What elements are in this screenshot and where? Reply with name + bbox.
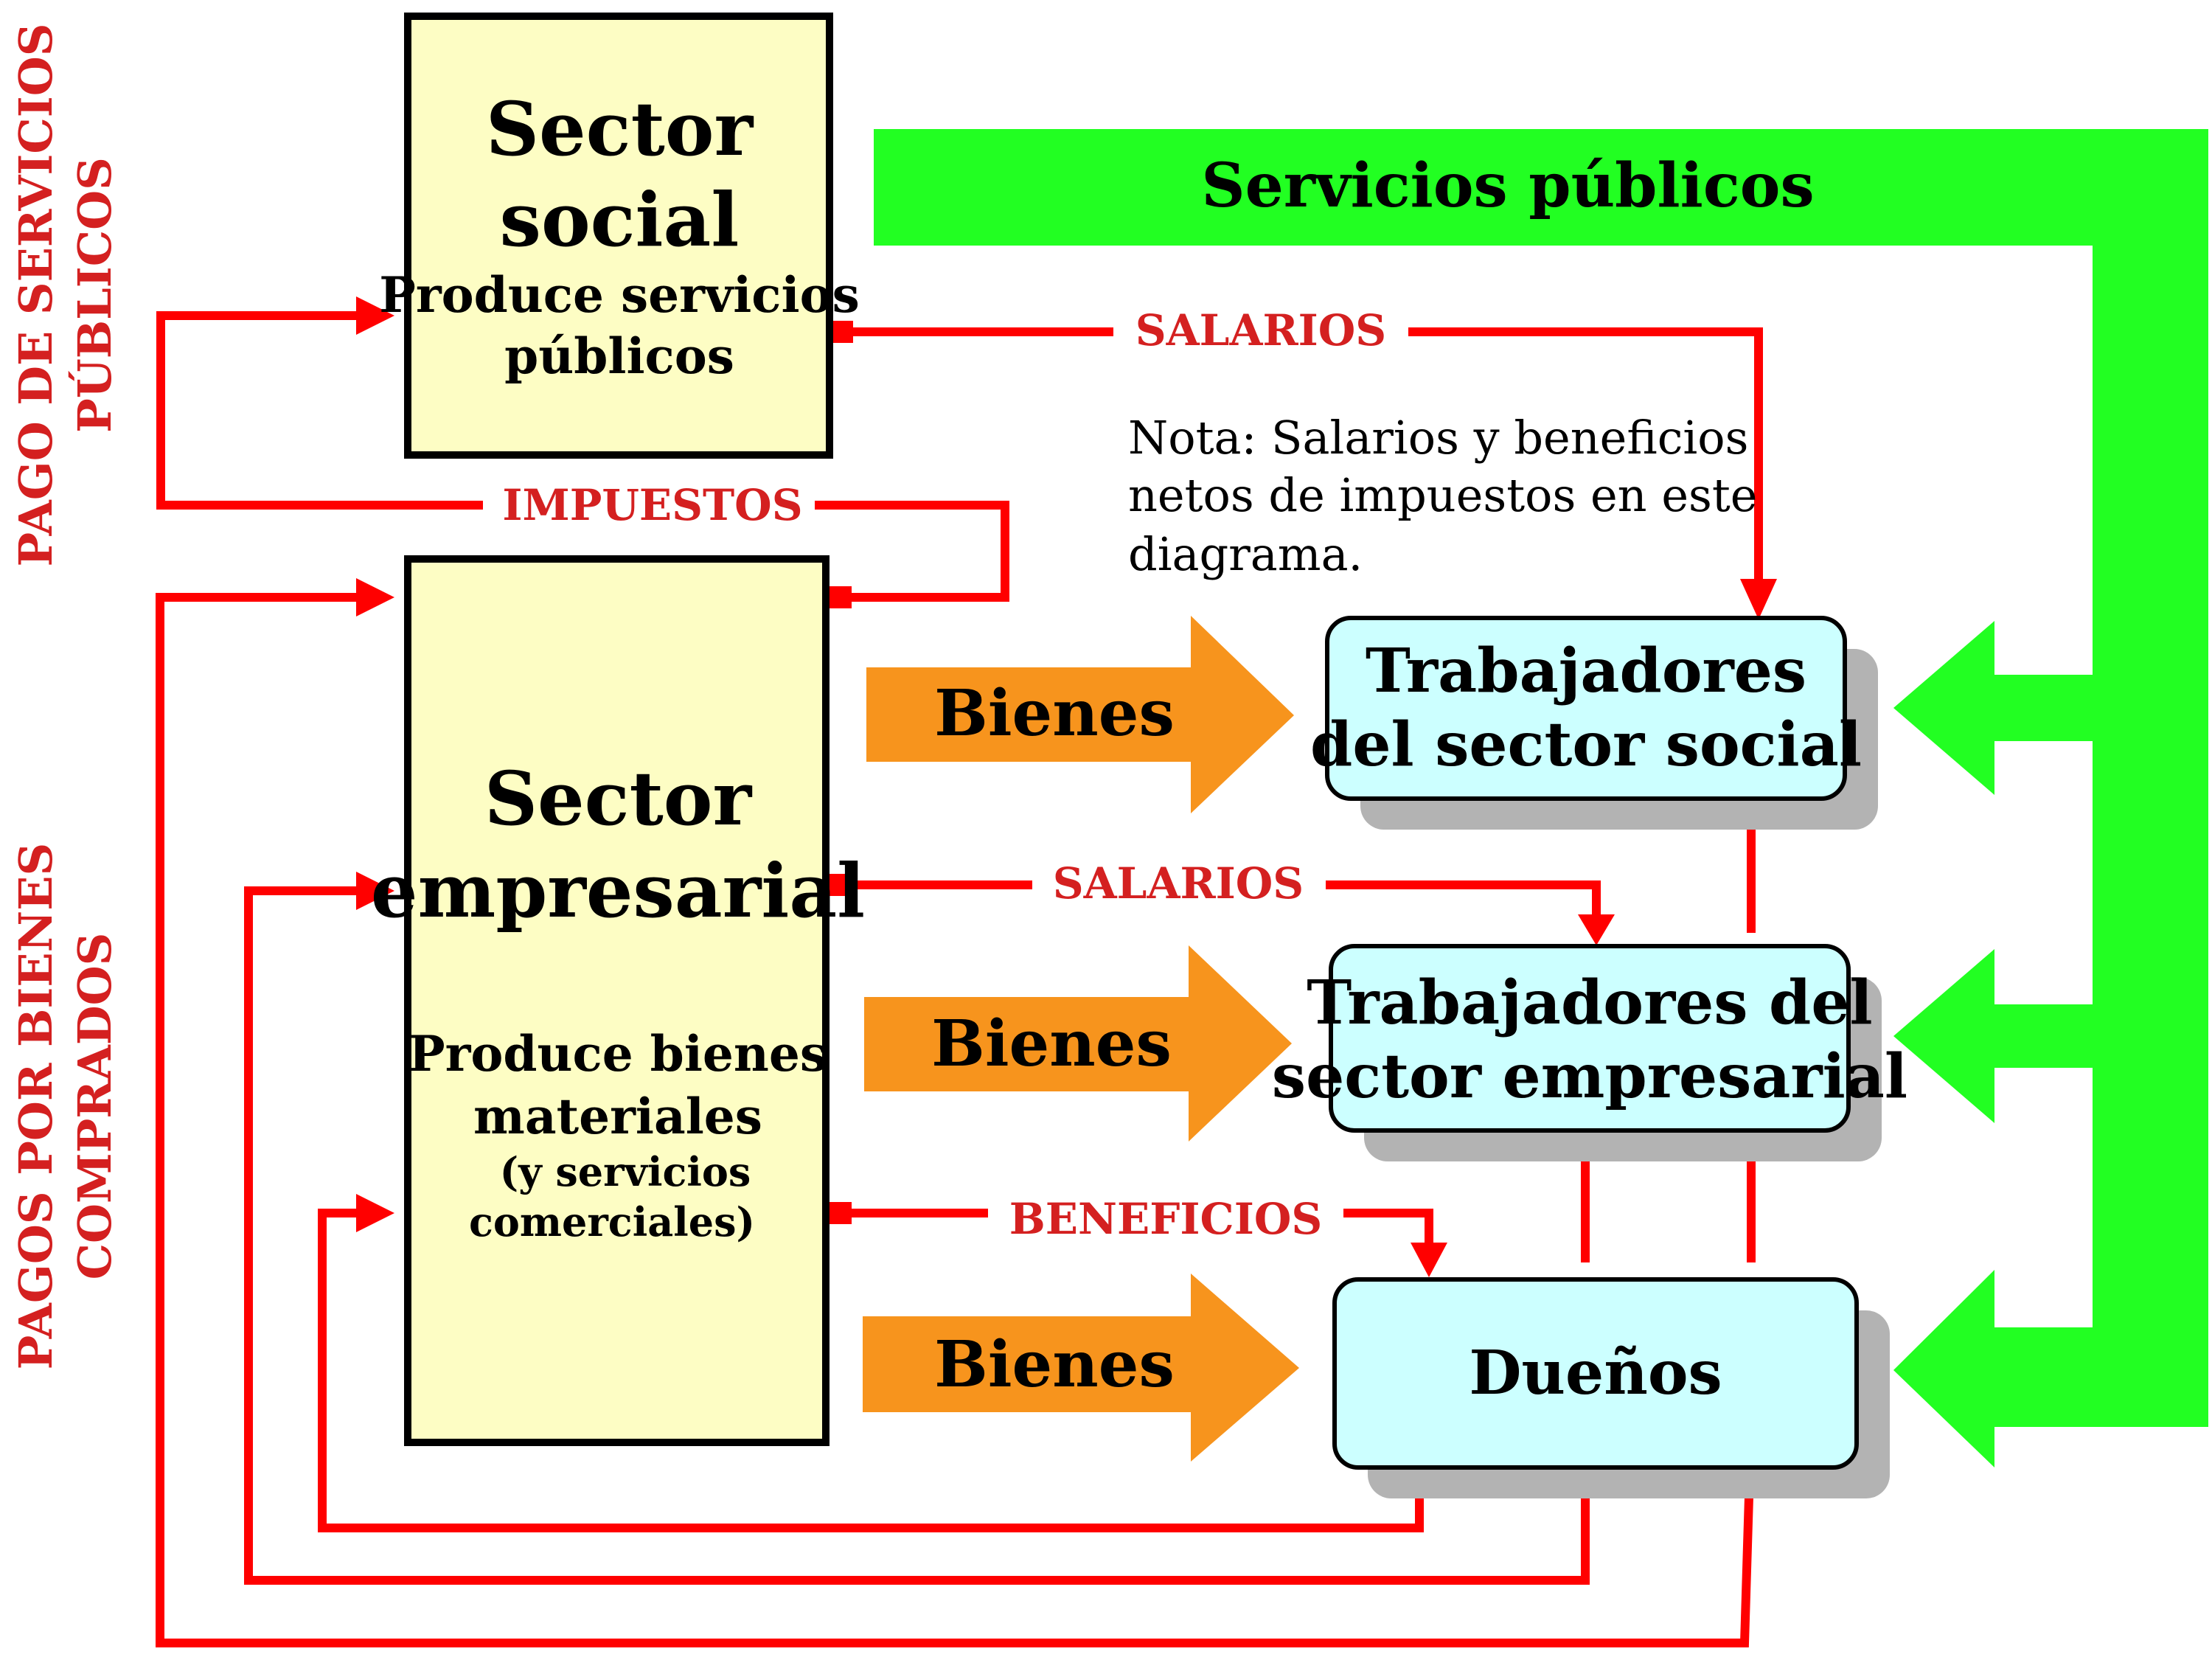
public-services-arrow-business-workers (1893, 949, 2093, 1123)
sector-empresarial-desc-4: comerciales) (469, 1198, 755, 1246)
salary-business-label: SALARIOS (1053, 858, 1304, 909)
side-label-goods-payments: PAGOS POR BIENES COMPRADOS (9, 843, 122, 1370)
side-label-public-payments: PAGO DE SERVICIOS PÚBLICOS (9, 24, 122, 567)
note: Nota: Salarios y beneficios netos de imp… (1128, 411, 1757, 581)
arrowhead-to-social-workers (1740, 579, 1777, 619)
owners-label: Dueños (1469, 1338, 1722, 1408)
connector-profits (830, 1202, 852, 1224)
money-flow-arrowheads (356, 296, 1777, 1277)
goods-label-1: Bienes (934, 676, 1175, 751)
business-workers-label-2: sector empresarial (1272, 1041, 1907, 1112)
note-line-1: Nota: Salarios y beneficios (1128, 411, 1748, 465)
sector-social-box: Sector social Produce servicios públicos (379, 13, 860, 459)
arrowhead-to-owners (1411, 1243, 1447, 1277)
sector-social-desc-1: Produce servicios (379, 266, 860, 324)
connector-business-salary (830, 874, 852, 896)
payment-social-workers-line (156, 593, 1753, 1647)
salary-social-line-b (1408, 327, 1763, 590)
social-workers-box: Trabajadores del sector social (1310, 616, 1878, 830)
connector-taxes (830, 586, 852, 608)
goods-arrow-to-owners (863, 1274, 1299, 1462)
arrowhead-owners-payment (356, 1194, 394, 1232)
taxes-line-left (156, 311, 483, 510)
business-workers-label-1: Trabajadores del (1307, 968, 1872, 1038)
sector-empresarial-frame (404, 555, 830, 1446)
goods-label-3: Bienes (934, 1327, 1175, 1402)
arrowhead-business-payment (356, 872, 394, 910)
owners-frame (1332, 1277, 1859, 1470)
profits-label: BENEFICIOS (1009, 1194, 1322, 1244)
sector-empresarial-box: Sector empresarial Produce bienes materi… (371, 555, 865, 1446)
sector-social-title-2: social (500, 176, 740, 263)
business-workers-box: Trabajadores del sector empresarial (1272, 944, 1907, 1161)
goods-arrow-to-social-workers (866, 616, 1294, 813)
sector-empresarial-desc-1: Produce bienes (408, 1025, 827, 1083)
side-label-public-payments-1: PAGO DE SERVICIOS (9, 24, 63, 567)
social-workers-label-2: del sector social (1310, 709, 1862, 780)
money-flow-labels: SALARIOS IMPUESTOS SALARIOS BENEFICIOS (502, 305, 1386, 1244)
public-services-arrow-social-workers (1893, 621, 2093, 795)
side-label-public-payments-2: PÚBLICOS (68, 157, 122, 433)
social-workers-label-1: Trabajadores (1366, 636, 1806, 706)
social-workers-frame (1325, 616, 1847, 801)
taxes-line-right (815, 501, 1009, 602)
public-services-label: Servicios públicos (1201, 150, 1814, 221)
salary-business-line-b (1326, 880, 1601, 928)
arrowhead-social-payment (356, 578, 394, 616)
business-workers-frame (1329, 944, 1851, 1133)
payment-business-workers-line (244, 886, 1590, 1585)
sector-empresarial-title-1: Sector (484, 755, 753, 842)
arrowhead-to-social-sector (356, 296, 394, 335)
goods-flows: Bienes Bienes Bienes (863, 616, 1299, 1462)
side-label-goods-payments-1: PAGOS POR BIENES (9, 843, 63, 1370)
public-services-flow: Servicios públicos (874, 129, 2208, 1467)
sector-empresarial-desc-3: (y servicios (500, 1148, 751, 1195)
public-services-band (874, 129, 2208, 246)
profits-line-b (1343, 1209, 1433, 1243)
sector-social-title-1: Sector (486, 86, 754, 173)
owners-box: Dueños (1332, 1277, 1890, 1498)
sector-social-frame (404, 13, 833, 459)
goods-arrow-to-business-workers (864, 945, 1292, 1142)
arrowhead-to-business-workers (1578, 914, 1615, 945)
side-label-goods-payments-2: COMPRADOS (68, 933, 122, 1280)
note-line-3: diagrama. (1128, 527, 1363, 581)
taxes-label: IMPUESTOS (502, 480, 802, 530)
salary-social-label: SALARIOS (1135, 305, 1386, 355)
payment-owners-line (318, 1209, 1424, 1532)
public-services-trunk (2093, 129, 2208, 1427)
connector-social-salary (831, 321, 853, 343)
sector-empresarial-desc-2: materiales (473, 1088, 762, 1145)
public-services-arrow-owners (1893, 1270, 2093, 1467)
sector-empresarial-title-2: empresarial (371, 847, 865, 934)
note-line-2: netos de impuestos en este (1128, 468, 1757, 522)
sector-social-desc-2: públicos (504, 327, 734, 385)
goods-label-2: Bienes (931, 1007, 1172, 1081)
